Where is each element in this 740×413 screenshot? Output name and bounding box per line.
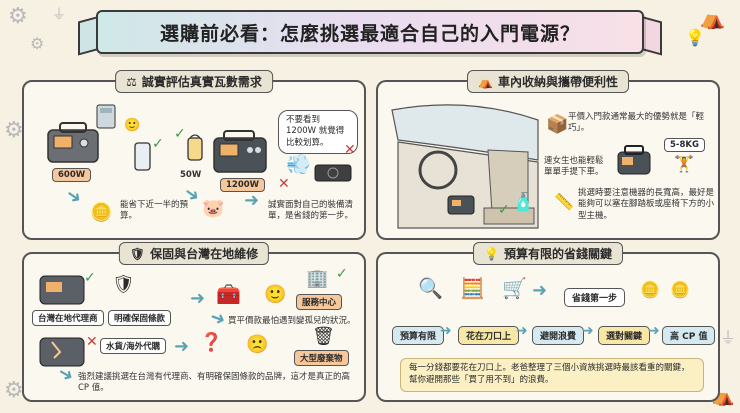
caption-save-budget: 能省下近一半的預算。 [120,200,189,222]
check-icon: ✓ [498,202,510,218]
speech-bubble: 不要看到 1200W 就覺得比較划算。 [278,110,358,155]
water-bottle-icon: 🧴 [512,192,535,213]
panel-title-car: ⛺ 車內收納與攜帶便利性 [467,70,629,93]
tent-icon: ⛺ [478,74,493,89]
arrow-icon: ➜ [440,323,452,339]
label-first-step: 省錢第一步 [564,288,626,307]
phone-icon [134,142,151,171]
ruler-icon: 📏 [554,192,574,211]
box-icon: 📦 [546,114,569,135]
plug-icon: ⏚ [52,7,66,23]
check-icon: ✓ [152,136,164,152]
panel-budget-title-text: 預算有限的省錢關鍵 [503,247,612,261]
arrow-icon: ➜ [244,190,260,211]
broken-power-station-icon [39,337,85,367]
gear-icon: ⚙ [4,118,24,143]
arrow-icon: ➜ [532,280,548,301]
title-banner: 選購前必看：怎麼挑選最適合自己的入門電源？ [96,10,644,54]
shopping-cart-icon: 🛒 [502,276,527,300]
gear-icon: ⚙ [4,378,24,403]
panel-car-storage: ⛺ 車內收納與攜帶便利性 ✓ 🧴 📦 平價入門款通常最大的優勢就是「輕巧」。 連… [376,70,720,240]
lightbulb-icon: 💡 [484,246,499,261]
calculator-icon: 🧮 [460,276,485,300]
label-clear-warranty: 明確保固條款 [108,310,172,326]
toolbox-icon: 🧰 [216,282,241,306]
weight-label: 5-8KG [664,138,705,152]
power-station-agent-icon [39,275,85,305]
tent-icon: ⛺ [700,6,725,30]
label-600w: 600W [52,168,92,182]
arrow-icon: ➜ [207,306,229,331]
piggy-bank-icon: 🐷 [202,198,225,219]
scale-icon: ⚖ [126,74,137,89]
flow-step-2: 花在刀口上 [458,326,520,345]
panel-title-warranty: 🛡 保固與台灣在地維修 [118,242,270,265]
flow-step-4: 選對關鍵 [598,326,651,345]
label-1200w: 1200W [220,178,266,192]
arrow-icon: ➜ [174,336,190,357]
induction-cooker-icon [314,164,352,182]
calculator-icon [96,104,116,129]
cross-icon: ✕ [86,334,98,350]
shield-check-icon: 🛡 [112,274,135,295]
arrow-icon: ➜ [648,323,660,339]
coin-stack-icon: 🪙 [670,280,690,299]
cross-icon: ✕ [278,176,290,192]
label-50w: 50W [180,170,202,180]
weight-icon: 🏋 [674,154,694,173]
label-service-center: 服務中心 [296,294,343,310]
lightbulb-icon: 💡 [685,28,705,47]
magnifier-coin-icon: 🔍 [418,276,443,300]
power-station-carry-icon [617,145,651,175]
budget-note: 每一分錢都要花在刀口上。老爸整理了三個小資族挑選時最該看重的關鍵，幫你避開那些「… [400,358,704,392]
car-interior-illustration [391,104,539,229]
label-taiwan-agent: 台灣在地代理商 [32,310,104,326]
cross-icon: ✕ [344,142,356,158]
caption-recommend-agent: 強烈建議挑選在台灣有代理商、有明確保固條款的品牌，這才是真正的高 CP 值。 [78,372,351,394]
caption-honest-list: 誠實面對自己的裝備清單，是省錢的第一步。 [268,200,354,222]
arrow-icon: ➜ [516,323,528,339]
service-building-icon: 🏢 [306,268,329,289]
shield-icon: 🛡 [129,246,146,261]
panel-power-title-text: 誠實評估真實瓦數需求 [141,75,262,89]
plug-icon: ⏚ [720,328,737,347]
check-icon: ✓ [84,270,96,286]
gear-icon: ⚙ [8,4,28,29]
panel-power-needs: ⚖ 誠實評估真實瓦數需求 600W 🙂 ✓ ✓ 50W [22,70,366,240]
arrow-icon: ➜ [582,323,594,339]
question-icon: ❓ [200,332,223,353]
text-lightweight: 平價入門款通常最大的優勢就是「輕巧」。 [568,112,705,134]
sad-face-icon: 🙁 [246,334,269,355]
power-station-large-icon [213,130,267,173]
label-bulky-waste: 大型廢棄物 [294,350,349,366]
caption-orphan: 買平價款最怕遇到變孤兒的狀況。 [228,316,356,326]
panel-title-budget: 💡 預算有限的省錢關鍵 [473,242,623,265]
flow-step-1: 預算有限 [392,326,445,345]
hair-dryer-icon: 💨 [286,152,311,176]
panel-car-title-text: 車內收納與攜帶便利性 [497,75,618,89]
smile-face-icon: 🙂 [124,118,141,133]
check-icon: ✓ [174,126,186,142]
arrow-icon: ➜ [61,183,87,210]
text-dimensions: 挑選時要注意機器的長寬高，最好是能夠可以塞在腳踏板或座椅下方的小型主機。 [578,188,715,221]
coins-icon: 🪙 [90,202,113,223]
coin-stack-icon: 🪙 [640,280,660,299]
arrow-icon: ➜ [190,288,206,309]
panel-title-power: ⚖ 誠實評估真實瓦數需求 [115,70,273,93]
lantern-icon [187,134,203,161]
page-title: 選購前必看：怎麼挑選最適合自己的入門電源？ [159,22,580,45]
power-station-small-icon [47,122,99,163]
flow-step-5: 高 CP 值 [662,326,716,345]
flow-step-3: 避開浪費 [532,326,585,345]
trash-can-icon: 🗑 [312,326,335,347]
check-icon: ✓ [336,266,348,282]
gear-icon: ⚙ [30,34,45,53]
panel-warranty: 🛡 保固與台灣在地維修 ✓ 🛡 台灣在地代理商 明確保固條款 ➜ 🧰 🙂 🏢 ✓… [22,242,366,402]
panel-warranty-title-text: 保固與台灣在地維修 [150,247,259,261]
text-one-hand: 連女生也能輕鬆單單手提下車。 [544,156,604,178]
label-parallel-import: 水貨/海外代購 [100,338,167,354]
smile-face-icon: 🙂 [264,284,287,305]
